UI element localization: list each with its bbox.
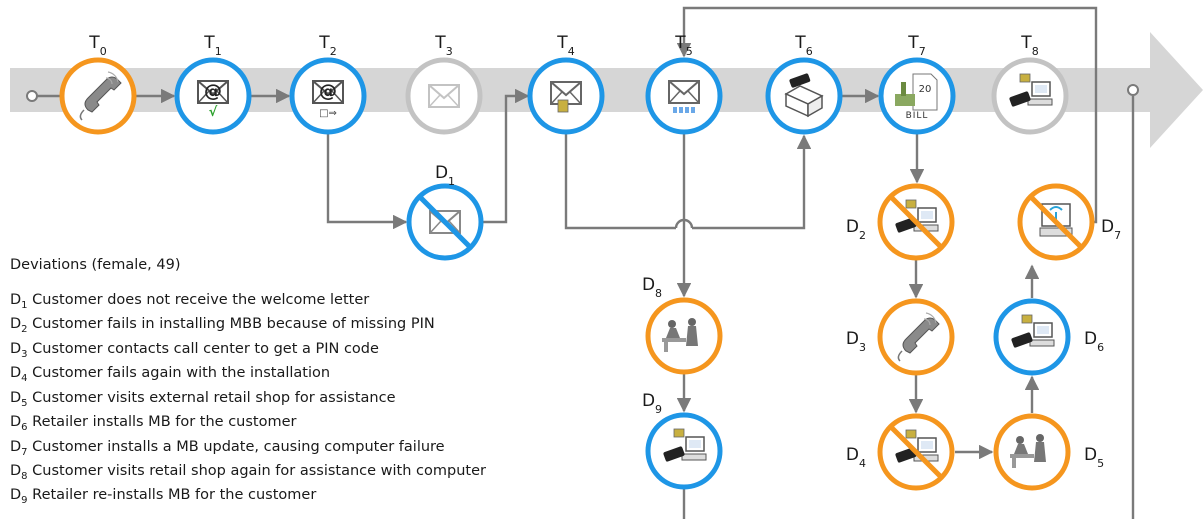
legend-item: D4 Customer fails again with the install… [10, 365, 331, 384]
label-d3: D3 [846, 329, 866, 354]
deviation-node-d8 [645, 297, 723, 375]
label-t4: T4 [556, 33, 574, 58]
node-ring [993, 413, 1071, 491]
legend-item: D1 Customer does not receive the welcome… [10, 291, 370, 311]
email-at-forward-icon: @ □⇒ [312, 80, 344, 119]
svg-text:BILL: BILL [906, 111, 929, 121]
touchpoint-node-t1: @√ [174, 57, 252, 135]
usb-modem-computer-icon [1011, 314, 1055, 348]
label-d6: D6 [1084, 329, 1104, 354]
svg-text:@: @ [319, 81, 337, 102]
phone-icon [79, 71, 122, 121]
touchpoint-node-t4 [527, 57, 605, 135]
label-t0: T0 [88, 33, 106, 58]
label-d2: D2 [846, 217, 866, 242]
connector-d1-t4 [483, 88, 530, 224]
touchpoint-node-t0 [59, 57, 137, 135]
legend-list: D1 Customer does not receive the welcome… [10, 291, 486, 511]
deviation-node-d5 [993, 413, 1071, 491]
touchpoint-node-t5 [645, 57, 723, 135]
start-terminal [26, 90, 38, 102]
deviation-node-d9 [645, 412, 723, 490]
label-t7: T7 [907, 33, 925, 58]
label-t1: T1 [203, 33, 221, 58]
deviation-node-d2 [877, 183, 955, 261]
label-d1: D1 [435, 163, 455, 188]
connector-t4-t6-a [564, 134, 676, 230]
legend-item: D6 Retailer installs MB for the customer [10, 414, 297, 433]
deviation-node-d4 [877, 413, 955, 491]
deviation-node-d7 [1017, 183, 1095, 261]
legend-title: Deviations (female, 49) [10, 257, 181, 273]
label-d5: D5 [1084, 445, 1104, 470]
legend-item: D9 Retailer re-installs MB for the custo… [10, 487, 317, 507]
end-terminal [1127, 84, 1139, 96]
envelope-pin-icon [668, 80, 700, 113]
node-ring [991, 57, 1069, 135]
svg-text:√: √ [209, 105, 218, 120]
node-ring [645, 412, 723, 490]
timeline-arrow-band [10, 32, 1203, 148]
connector-t2-d1 [326, 134, 408, 230]
envelope-icon [428, 84, 460, 108]
node-ring [993, 298, 1071, 376]
cross-out-slash [417, 194, 473, 250]
legend-item: D8 Customer visits retail shop again for… [10, 462, 486, 482]
label-t3: T3 [434, 33, 452, 58]
connector-t4-t6-b [692, 134, 812, 230]
deviation-node-d1 [406, 183, 484, 261]
deviation-node-d3 [877, 298, 955, 376]
usb-modem-computer-icon [663, 428, 707, 462]
svg-text:□⇒: □⇒ [319, 108, 337, 119]
usb-modem-computer-icon [1009, 73, 1053, 107]
usb-modem-computer-icon [895, 429, 939, 463]
label-t6: T6 [794, 33, 812, 58]
retail-shop-icon [662, 318, 698, 352]
deviations-legend: Deviations (female, 49) D1 Customer does… [10, 256, 486, 511]
label-t5: T5 [674, 33, 692, 58]
legend-item: D2 Customer fails in installing MBB beca… [10, 316, 435, 335]
cross-out-slash [888, 424, 944, 480]
cross-out-slash [1028, 194, 1084, 250]
touchpoint-node-t2: @ □⇒ [289, 57, 367, 135]
modem-install-icon [784, 73, 824, 118]
touchpoint-node-t8 [991, 57, 1069, 135]
label-d9: D9 [642, 391, 662, 416]
label-t8: T8 [1020, 33, 1038, 58]
usb-modem-computer-icon [895, 199, 939, 233]
node-ring [645, 297, 723, 375]
label-d8: D8 [642, 275, 662, 300]
label-d4: D4 [846, 445, 866, 470]
svg-text:@: @ [204, 81, 222, 102]
legend-item: D7 Customer installs a MB update, causin… [10, 438, 445, 458]
cross-out-slash [888, 194, 944, 250]
envelope-simcard-icon [550, 81, 582, 113]
touchpoint-node-t6 [765, 57, 843, 135]
touchpoint-node-t3 [405, 57, 483, 135]
phone-icon [897, 312, 940, 362]
legend-item: D5 Customer visits external retail shop … [10, 389, 396, 409]
svg-text:20: 20 [919, 84, 932, 95]
email-at-check-icon: @√ [197, 80, 229, 120]
retail-shop-icon [1010, 434, 1046, 468]
connector-lines [26, 6, 1139, 519]
deviation-node-d6 [993, 298, 1071, 376]
label-t2: T2 [318, 33, 336, 58]
legend-item: D3 Customer contacts call center to get … [10, 340, 379, 360]
label-d7: D7 [1101, 217, 1121, 242]
timeline-band [10, 32, 1203, 148]
